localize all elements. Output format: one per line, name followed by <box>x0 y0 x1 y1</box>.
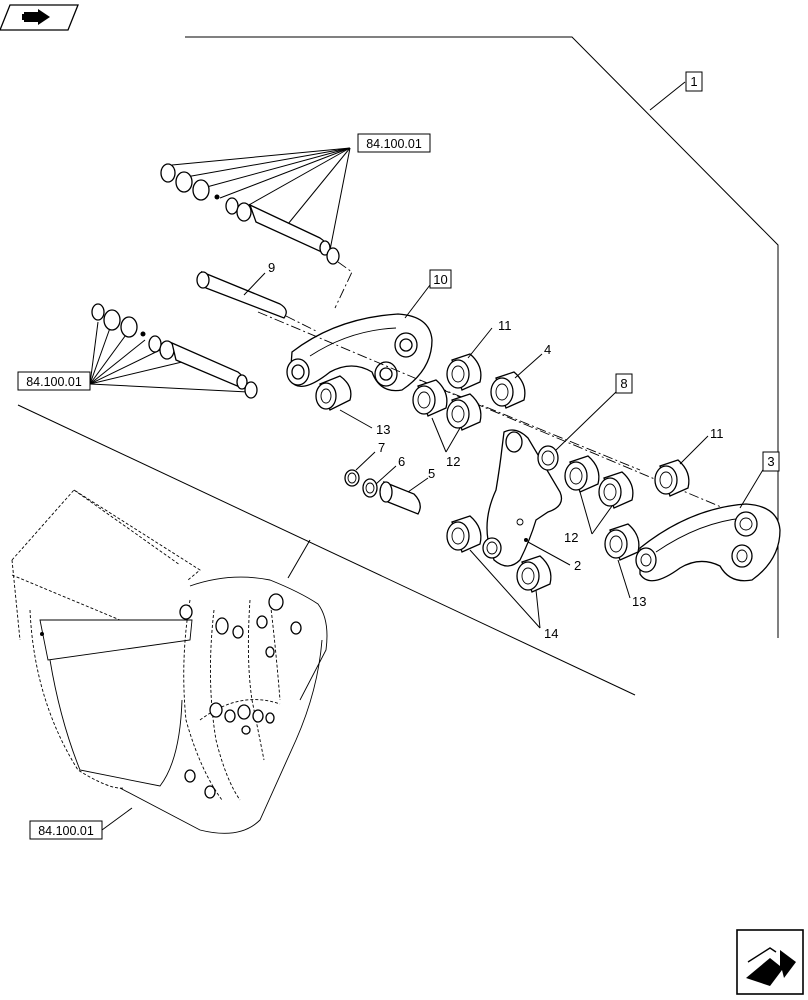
callout-5-label: 5 <box>428 466 435 481</box>
folder-arrow-icon[interactable] <box>0 4 79 31</box>
bushing-11-right <box>654 459 690 497</box>
callout-2[interactable]: 2 <box>524 538 581 573</box>
callout-13a-label: 13 <box>376 422 390 437</box>
bushing-13-right <box>604 523 640 561</box>
ref-top[interactable]: 84.100.01 <box>357 133 431 153</box>
ref-left[interactable]: 84.100.01 <box>17 371 91 391</box>
top-pin-assembly <box>160 163 353 309</box>
left-pin-assembly <box>91 303 258 399</box>
bushing-4 <box>490 371 526 409</box>
callout-6-label: 6 <box>398 454 405 469</box>
callout-5[interactable]: 5 <box>407 466 435 493</box>
callout-13-right[interactable]: 13 <box>617 559 646 609</box>
callout-8-label: 8 <box>620 376 627 391</box>
callout-3[interactable]: 3 <box>739 451 780 509</box>
bushing-14-pair <box>446 515 552 593</box>
callout-9-label: 9 <box>268 260 275 275</box>
callout-12b-label: 12 <box>564 530 578 545</box>
ref-top-leaders <box>171 147 351 251</box>
callout-11-upper[interactable]: 11 <box>467 318 512 359</box>
link-3 <box>635 503 781 582</box>
callout-3-label: 3 <box>767 454 774 469</box>
pin-5 <box>379 480 421 515</box>
callout-2-label: 2 <box>574 558 581 573</box>
snap-ring-7 <box>344 469 360 487</box>
callout-1[interactable]: 1 <box>685 71 703 92</box>
next-page-arrow-icon[interactable] <box>736 929 804 995</box>
callout-11b-label: 11 <box>710 426 724 441</box>
ref-left-label: 84.100.01 <box>26 375 82 389</box>
group-frame-lines <box>17 36 779 696</box>
callout-6[interactable]: 6 <box>375 454 405 485</box>
callout-10-label: 10 <box>433 272 447 287</box>
ref-bottom-label: 84.100.01 <box>38 824 94 838</box>
bucket-overview <box>11 489 328 834</box>
bushing-11-upper <box>446 353 482 391</box>
callout-13-left[interactable]: 13 <box>339 409 390 437</box>
bushing-12-pair-right <box>564 455 634 509</box>
callout-1-label: 1 <box>690 74 697 89</box>
bushing-12-pair-left <box>412 379 482 431</box>
callout-14-label: 14 <box>544 626 558 641</box>
callout-8[interactable]: 8 <box>555 373 633 451</box>
callout-10[interactable]: 10 <box>404 269 452 319</box>
callout-4[interactable]: 4 <box>514 342 551 379</box>
callout-4-label: 4 <box>544 342 551 357</box>
ref-left-leaders <box>89 321 249 393</box>
link-8 <box>482 429 563 567</box>
ref-bottom[interactable]: 84.100.01 <box>29 807 133 840</box>
callout-9[interactable]: 9 <box>243 260 275 296</box>
callout-7-label: 7 <box>378 440 385 455</box>
callout-12-right[interactable]: 12 <box>564 491 613 545</box>
callout-13b-label: 13 <box>632 594 646 609</box>
bushing-13-left <box>315 375 352 411</box>
callout-12a-label: 12 <box>446 454 460 469</box>
callout-7[interactable]: 7 <box>355 440 385 471</box>
link-10 <box>286 313 433 392</box>
callout-11a-label: 11 <box>498 318 512 333</box>
washer-6 <box>362 478 378 498</box>
callout-12-left[interactable]: 12 <box>431 417 460 469</box>
callout-14[interactable]: 14 <box>469 549 558 641</box>
ref-top-label: 84.100.01 <box>366 137 422 151</box>
callout-11-right[interactable]: 11 <box>679 426 724 465</box>
